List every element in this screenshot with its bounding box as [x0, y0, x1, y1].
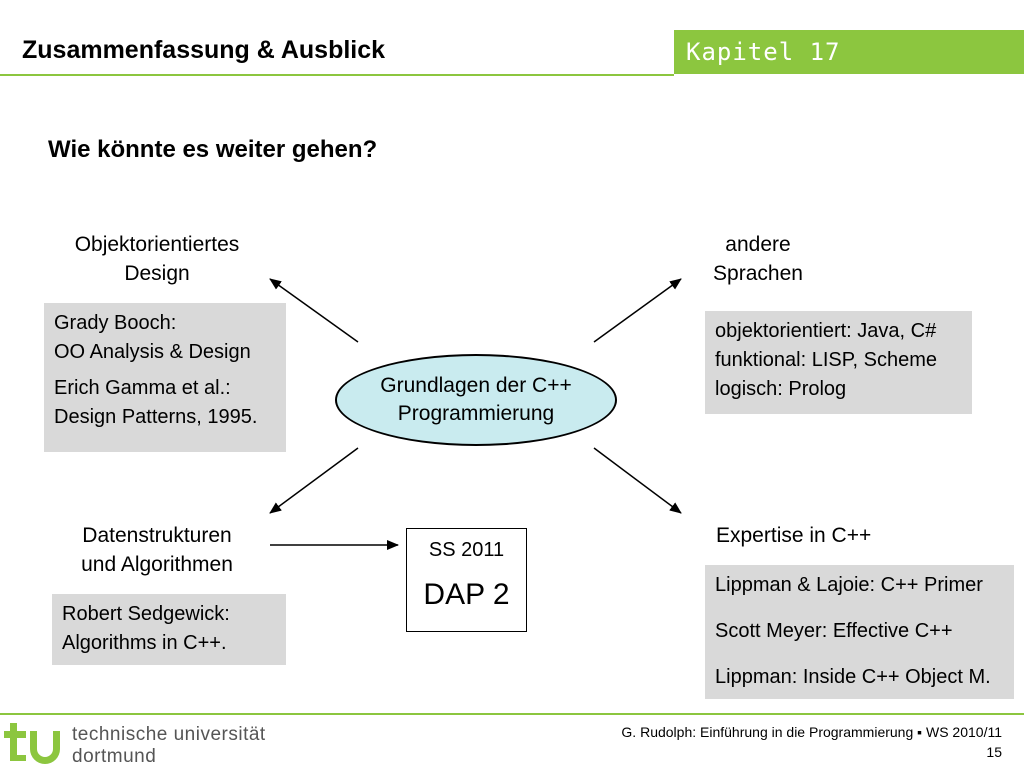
ood-heading-line2: Design [124, 262, 190, 285]
languages-heading-line1: andere [725, 233, 791, 256]
ood-ref1-line1: Grady Booch: [54, 312, 177, 334]
arrow-to-algorithms [269, 447, 359, 514]
page-number: 15 [986, 744, 1002, 760]
languages-item: funktional: LISP, Scheme [715, 349, 937, 371]
footer-divider [0, 713, 1024, 715]
languages-item: logisch: Prolog [715, 378, 847, 400]
center-topic-line1: Grundlagen der C++ [380, 374, 572, 397]
arrow-to-languages [593, 278, 682, 343]
ood-ref1-line2: OO Analysis & Design [54, 341, 251, 363]
slide-title: Zusammenfassung & Ausblick [22, 36, 386, 64]
algorithms-heading-line1: Datenstrukturen [82, 524, 232, 547]
languages-box: objektorientiert: Java, C# funktional: L… [705, 311, 972, 414]
expertise-box: Lippman & Lajoie: C++ Primer Scott Meyer… [705, 565, 1014, 699]
expertise-heading: Expertise in C++ [716, 524, 872, 547]
ood-heading-line1: Objektorientiertes [74, 233, 240, 256]
dap-course-name: DAP 2 [423, 578, 510, 611]
ood-references-box: Grady Booch: OO Analysis & Design Erich … [44, 303, 286, 452]
university-name: technische universität dortmund [72, 724, 266, 768]
arrow-to-ood [269, 278, 359, 343]
languages-item: objektorientiert: Java, C# [715, 320, 937, 342]
slide-subtitle: Wie könnte es weiter gehen? [48, 136, 378, 163]
chapter-badge: Kapitel 17 [674, 30, 1024, 74]
expertise-item: Lippman: Inside C++ Object M. [715, 666, 991, 688]
algorithms-ref1-line2: Algorithms in C++. [62, 632, 227, 654]
university-name-line1: technische universität [72, 724, 266, 745]
languages-heading-line2: Sprachen [713, 262, 803, 285]
dap-course-box: SS 2011 DAP 2 [406, 528, 527, 632]
expertise-item: Scott Meyer: Effective C++ [715, 620, 953, 642]
footer-credit-text: G. Rudolph: Einführung in die Programmie… [621, 724, 1002, 740]
expertise-item: Lippman & Lajoie: C++ Primer [715, 574, 983, 596]
ood-ref2-line2: Design Patterns, 1995. [54, 406, 258, 428]
header-divider [0, 74, 674, 76]
ood-heading: Objektorientiertes Design [48, 230, 266, 288]
algorithms-references-box: Robert Sedgewick: Algorithms in C++. [52, 594, 286, 665]
ood-ref2-line1: Erich Gamma et al.: [54, 377, 231, 399]
center-topic-line2: Programmierung [397, 402, 555, 425]
arrow-to-expertise [593, 447, 682, 514]
algorithms-heading-line2: und Algorithmen [81, 553, 233, 576]
university-name-line2: dortmund [72, 746, 157, 767]
tu-dortmund-logo [4, 723, 60, 764]
algorithms-ref1-line1: Robert Sedgewick: [62, 603, 230, 625]
footer-credit: G. Rudolph: Einführung in die Programmie… [621, 722, 1002, 762]
dap-semester: SS 2011 [428, 539, 505, 561]
center-topic-ellipse: Grundlagen der C++ Programmierung [335, 354, 617, 446]
algorithms-heading: Datenstrukturen und Algorithmen [48, 521, 266, 579]
languages-heading: andere Sprachen [690, 230, 826, 288]
